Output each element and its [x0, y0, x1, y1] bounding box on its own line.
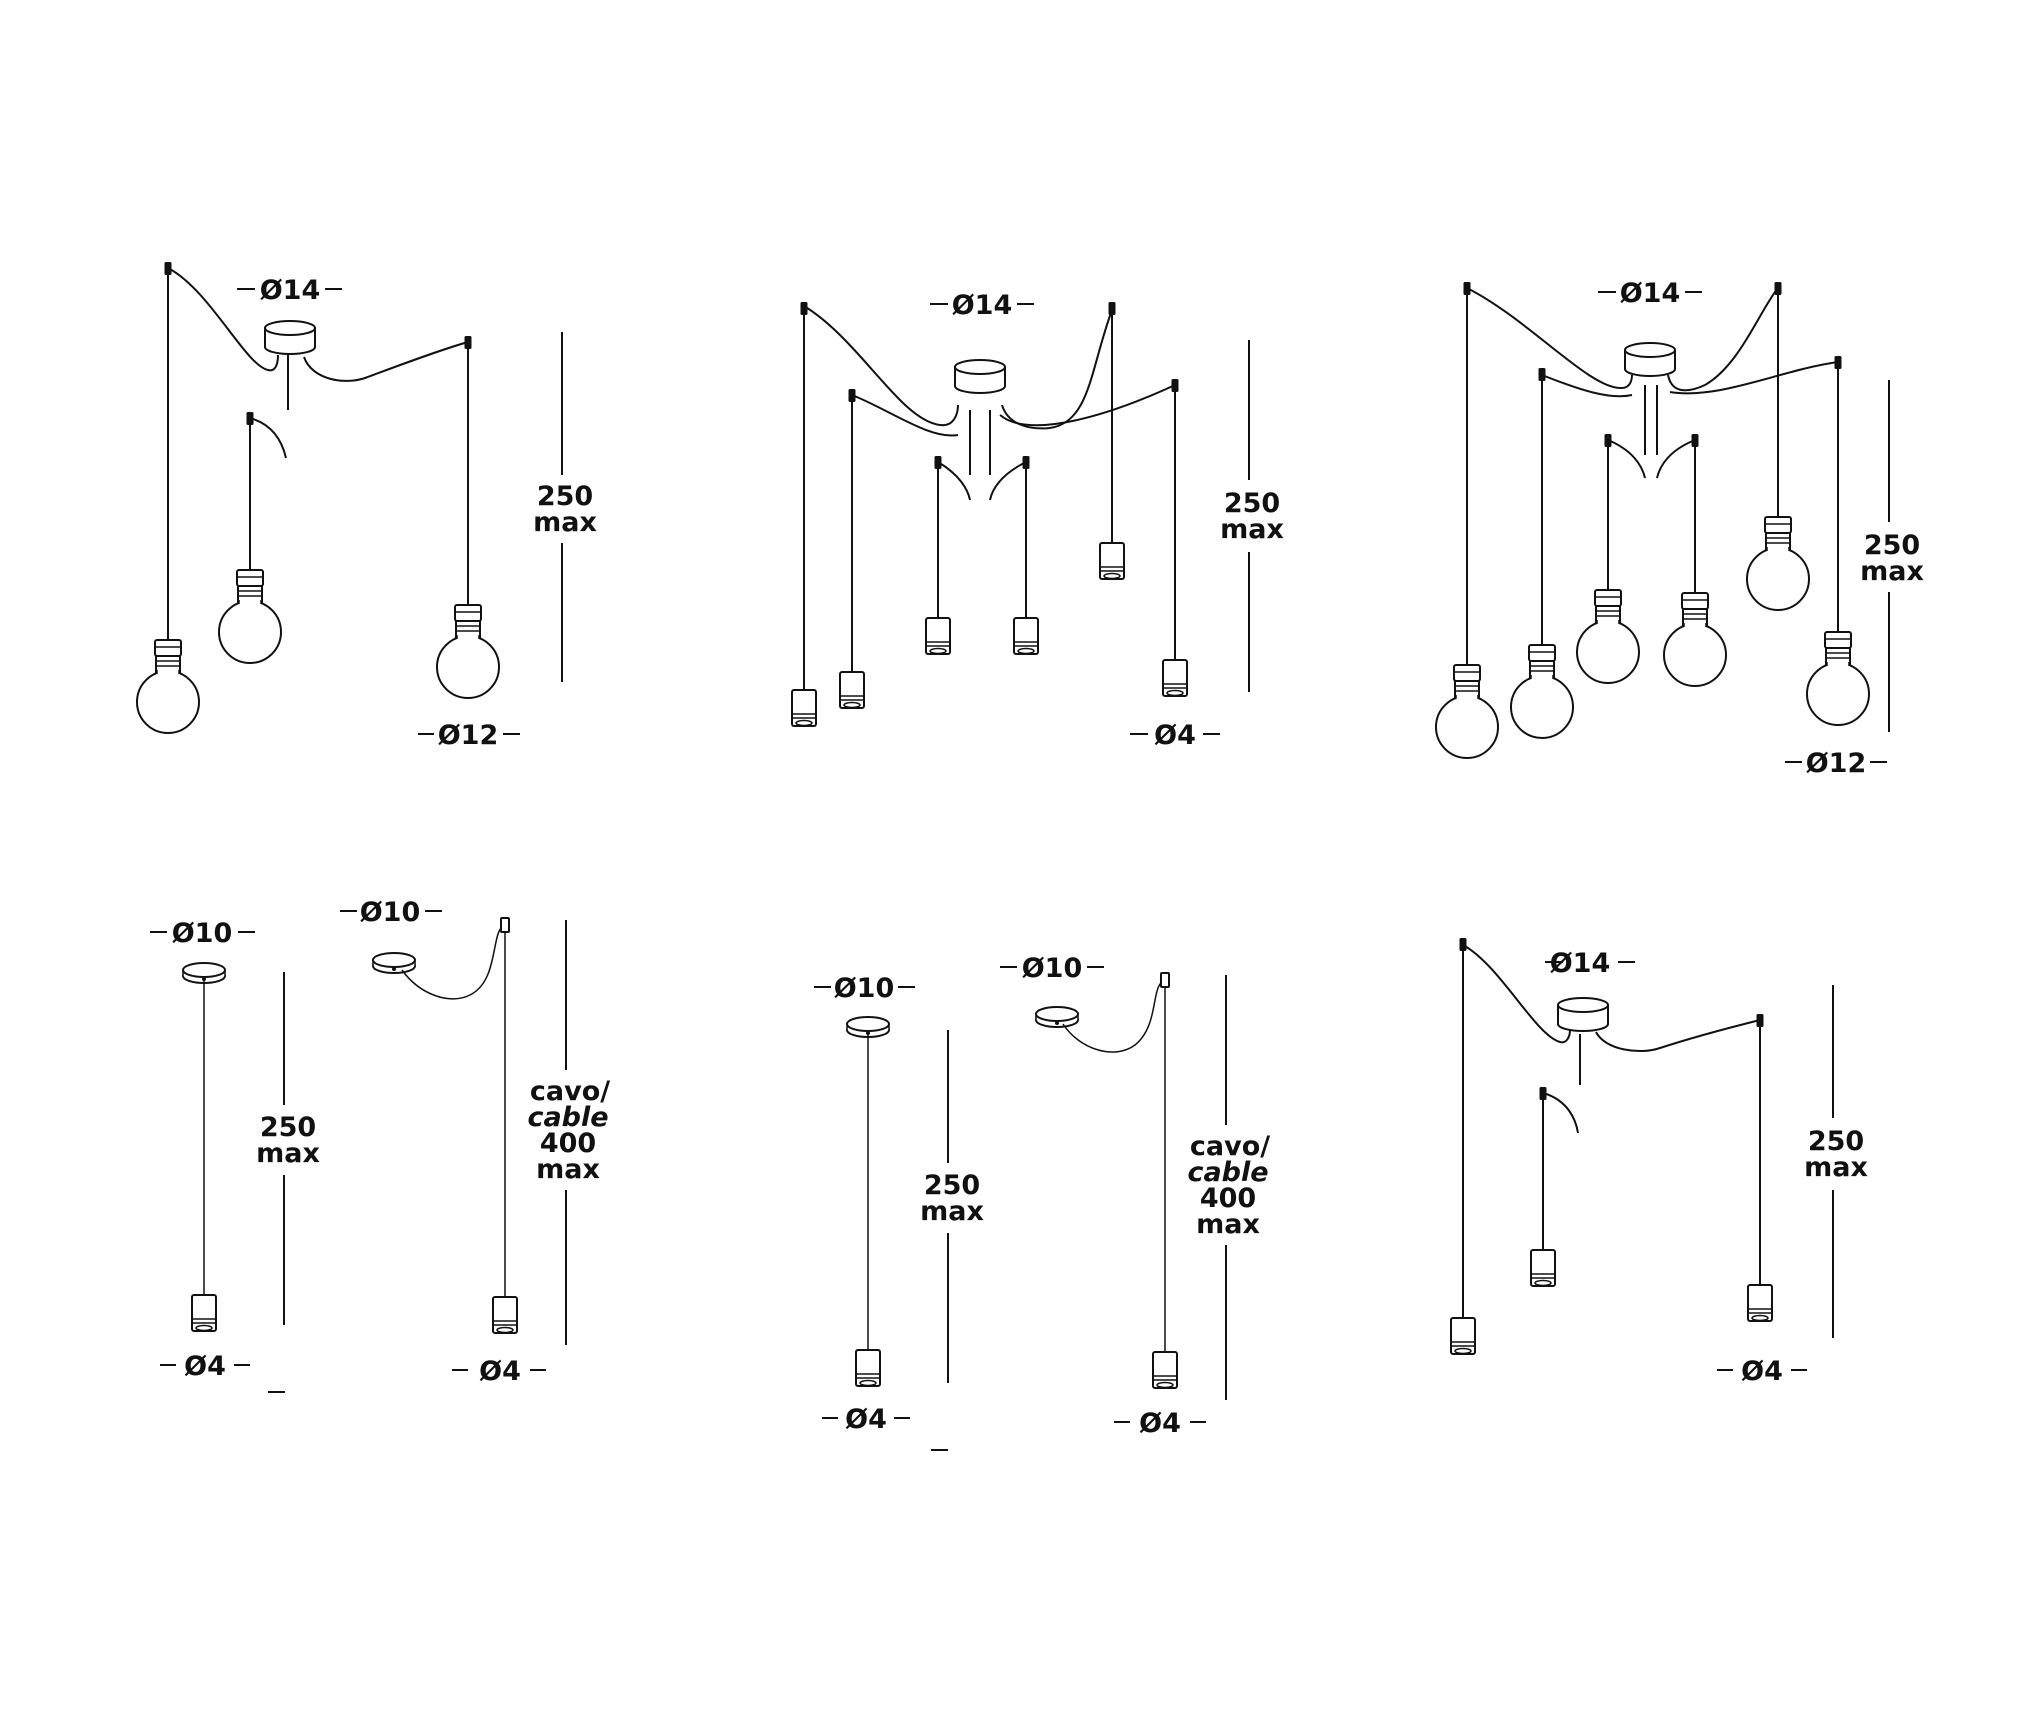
dim-top-diameter: Ø14 — [952, 290, 1013, 321]
globe-lamp — [1576, 589, 1640, 684]
dim-top-diameter: Ø10 — [360, 897, 421, 928]
dim-height: 250 — [1808, 1126, 1864, 1157]
drawing-spider-6-cylinder: Ø14 250 max Ø4 — [791, 290, 1284, 751]
globe-lamp — [1806, 631, 1870, 726]
dim-top-diameter: Ø14 — [1550, 948, 1611, 979]
cable-label-en: cable — [1187, 1157, 1268, 1188]
dim-bottom-diameter: Ø12 — [1806, 748, 1867, 779]
drawing-spider-6-globe: Ø14 250 max Ø12 — [1435, 278, 1924, 779]
drawing-single-pendant-pair-2: Ø10 Ø4 250 max Ø10 Ø4 cavo/ cable 400 ma… — [814, 953, 1270, 1451]
dim-height-note: max — [256, 1138, 320, 1169]
dim-height: 250 — [1864, 530, 1920, 561]
dim-top-diameter: Ø14 — [1620, 278, 1681, 309]
dim-bottom-diameter: Ø4 — [845, 1404, 887, 1435]
drawing-spider-3-cylinder: Ø14 250 max Ø4 — [1450, 938, 1868, 1387]
cable-length-note: max — [536, 1154, 600, 1185]
dim-height-note: max — [1804, 1152, 1868, 1183]
dim-top-diameter: Ø14 — [260, 275, 321, 306]
cable-label: cavo/ — [1190, 1131, 1270, 1162]
cylinder-lamp — [1152, 1351, 1178, 1389]
cable-length: 400 — [540, 1128, 596, 1159]
cylinder-lamp — [191, 1294, 217, 1332]
dim-height: 250 — [537, 481, 593, 512]
cable-length: 400 — [1200, 1183, 1256, 1214]
dim-bottom-diameter: Ø4 — [479, 1356, 521, 1387]
dim-bottom-diameter: Ø4 — [1139, 1408, 1181, 1439]
dim-top-diameter: Ø10 — [172, 918, 233, 949]
dim-height-note: max — [1220, 514, 1284, 545]
cylinder-lamp — [1013, 617, 1039, 655]
cable-label-en: cable — [527, 1102, 608, 1133]
dim-height: 250 — [924, 1170, 980, 1201]
dim-top-diameter: Ø10 — [834, 973, 895, 1004]
cylinder-lamp — [1162, 659, 1188, 697]
cylinder-lamp — [791, 689, 817, 727]
cable-length-note: max — [1196, 1209, 1260, 1240]
globe-lamp — [136, 639, 200, 734]
dim-bottom-diameter: Ø4 — [1154, 720, 1196, 751]
dim-height: 250 — [260, 1112, 316, 1143]
dim-height-note: max — [920, 1196, 984, 1227]
drawing-single-pendant-pair-1: Ø10 Ø4 250 max Ø10 Ø4 cavo/ cable 400 ma… — [150, 897, 610, 1393]
cylinder-lamp — [839, 671, 865, 709]
dim-height: 250 — [1224, 488, 1280, 519]
cylinder-lamp — [855, 1349, 881, 1387]
globe-lamp — [1510, 644, 1574, 739]
globe-lamp — [1663, 592, 1727, 687]
dim-bottom-diameter: Ø4 — [1741, 1356, 1783, 1387]
drawing-spider-3-globe: Ø14 250 max Ø12 — [136, 262, 597, 751]
cylinder-lamp — [1747, 1284, 1773, 1322]
cylinder-lamp — [1099, 542, 1125, 580]
cylinder-lamp — [1450, 1317, 1476, 1355]
dim-height-note: max — [1860, 556, 1924, 587]
cylinder-lamp — [925, 617, 951, 655]
cable-label: cavo/ — [530, 1076, 610, 1107]
cylinder-lamp — [492, 1296, 518, 1334]
dim-height-note: max — [533, 507, 597, 538]
dim-bottom-diameter: Ø4 — [184, 1351, 226, 1382]
dim-top-diameter: Ø10 — [1022, 953, 1083, 984]
globe-lamp — [1435, 664, 1499, 759]
dim-bottom-diameter: Ø12 — [438, 720, 499, 751]
globe-lamp — [1746, 516, 1810, 611]
globe-lamp — [436, 604, 500, 699]
cylinder-lamp — [1530, 1249, 1556, 1287]
globe-lamp — [218, 569, 282, 664]
